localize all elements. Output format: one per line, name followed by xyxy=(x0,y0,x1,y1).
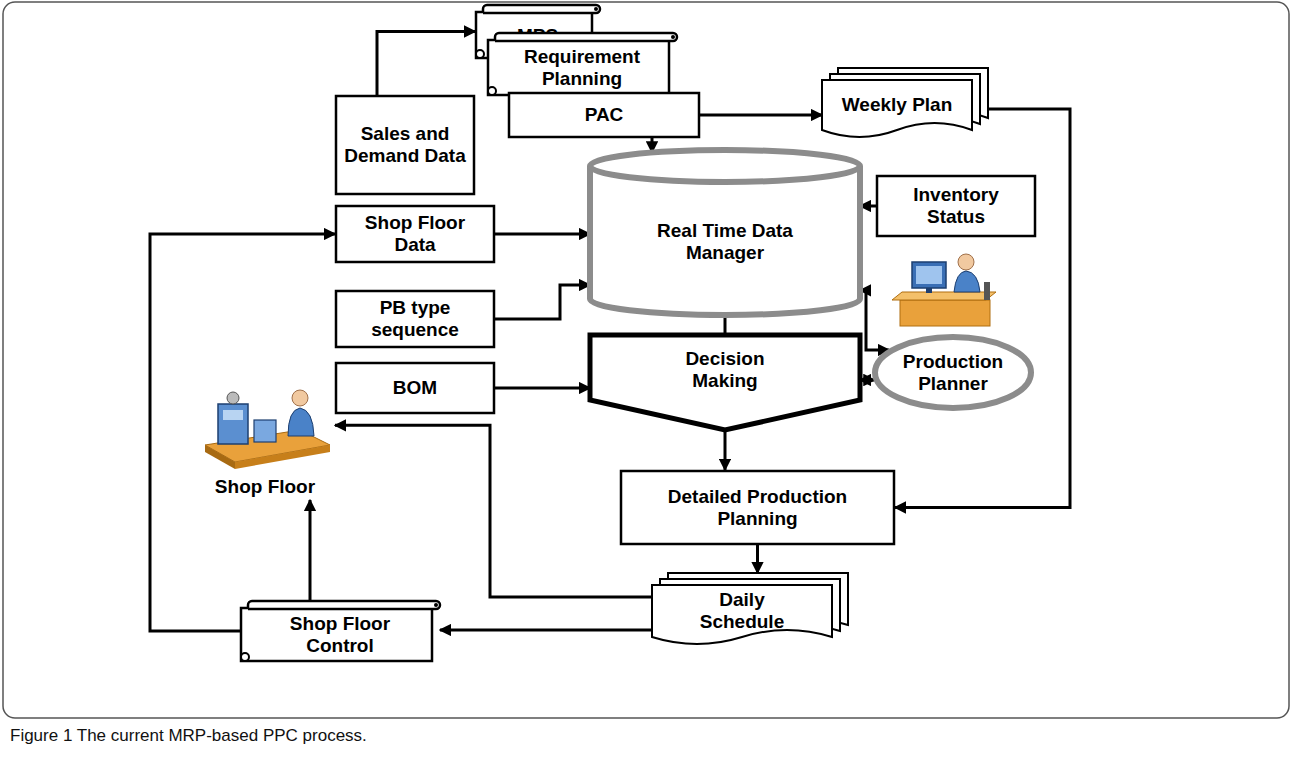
scroll-roll xyxy=(248,601,440,609)
connector-arrow xyxy=(440,629,652,632)
shop-floor-icon xyxy=(205,390,330,469)
machine-panel xyxy=(223,410,243,420)
shop-floor-node: Shop Floor xyxy=(195,385,335,500)
connector-arrow xyxy=(309,500,312,600)
node-label: Shop Floor Data xyxy=(358,212,473,256)
node-label: Detailed Production Planning xyxy=(648,486,868,530)
decision-shape: Decision Making xyxy=(590,335,860,430)
decision-border xyxy=(590,335,860,430)
scroll-roll xyxy=(495,33,677,41)
scroll-roll xyxy=(483,5,600,13)
node-label: PB type sequence xyxy=(358,297,473,341)
process-box: PAC xyxy=(508,92,700,138)
box-border xyxy=(336,291,494,347)
connector-arrow xyxy=(150,234,335,631)
node-label: BOM xyxy=(393,377,437,399)
front-page xyxy=(652,585,832,644)
connector-arrow xyxy=(895,109,1070,508)
person-body xyxy=(954,271,980,292)
chair xyxy=(984,282,990,300)
figure-caption: Figure 1 The current MRP-based PPC proce… xyxy=(10,726,367,746)
node-label: Weekly Plan xyxy=(842,94,953,116)
connector-arrow xyxy=(495,387,590,390)
node-label: Decision Making xyxy=(660,348,790,392)
machine xyxy=(218,404,248,444)
box-border xyxy=(877,176,1035,236)
role-ellipse: Production Planner xyxy=(873,335,1033,410)
input-box: BOM xyxy=(335,362,495,414)
scroll-curl xyxy=(488,87,496,95)
input-box: Inventory Status xyxy=(876,175,1036,237)
scroll-curl xyxy=(476,50,484,58)
box-border xyxy=(509,93,699,137)
scroll-box: Requirement Planning xyxy=(487,32,677,96)
node-label: Sales and Demand Data xyxy=(343,123,468,167)
box-border xyxy=(336,206,494,262)
node-label: Shop Floor Control xyxy=(275,613,405,657)
worker-body xyxy=(288,408,314,436)
gear xyxy=(227,392,239,404)
ellipse-border xyxy=(875,337,1031,408)
connector-arrow xyxy=(724,430,727,470)
scroll-box: Shop Floor Control xyxy=(240,600,440,662)
box-border xyxy=(621,471,894,544)
connector-arrow xyxy=(335,425,652,597)
connector-arrow xyxy=(756,545,759,573)
scroll-curl xyxy=(241,653,249,661)
worker-head xyxy=(292,390,308,406)
node-label: Requirement Planning xyxy=(512,46,652,90)
monitor-screen xyxy=(916,266,942,284)
desk-top xyxy=(892,292,996,300)
input-box: Shop Floor Data xyxy=(335,205,495,263)
box-border xyxy=(336,363,494,413)
node-label: PAC xyxy=(585,104,624,126)
workpiece xyxy=(254,420,276,442)
node-label: Daily Schedule xyxy=(677,589,807,633)
scroll-curl xyxy=(434,603,438,607)
connector-arrow xyxy=(495,285,590,319)
monitor-stand xyxy=(926,288,932,293)
connector-arrow xyxy=(700,114,822,117)
scroll-curl xyxy=(594,7,598,11)
scroll-body xyxy=(241,608,432,661)
connector-arrow xyxy=(495,233,590,236)
scroll-body xyxy=(488,40,669,95)
desk xyxy=(900,300,990,326)
connector-arrow xyxy=(860,290,889,350)
monitor xyxy=(912,262,946,288)
scroll-curl xyxy=(671,35,675,39)
document-stack: Weekly Plan xyxy=(822,80,972,138)
node-label: Real Time Data Manager xyxy=(630,220,820,264)
cylinder-body xyxy=(590,166,860,315)
planner-icon xyxy=(892,254,996,326)
database-cylinder: Real Time Data Manager xyxy=(590,150,860,315)
front-page xyxy=(822,80,972,137)
connector-arrow xyxy=(377,32,475,96)
node-label: Shop Floor xyxy=(215,476,315,498)
conveyor-side xyxy=(235,445,330,469)
person-head xyxy=(958,254,974,270)
cylinder-top xyxy=(590,150,860,182)
input-box: Sales and Demand Data xyxy=(335,95,475,195)
process-box: Detailed Production Planning xyxy=(620,470,895,545)
frame-border xyxy=(3,2,1289,718)
input-box: PB type sequence xyxy=(335,290,495,348)
node-label: Inventory Status xyxy=(899,184,1014,228)
node-label: Production Planner xyxy=(893,351,1013,395)
box-border xyxy=(336,96,474,194)
conveyor-end xyxy=(205,445,235,469)
document-stack: Daily Schedule xyxy=(652,585,832,645)
